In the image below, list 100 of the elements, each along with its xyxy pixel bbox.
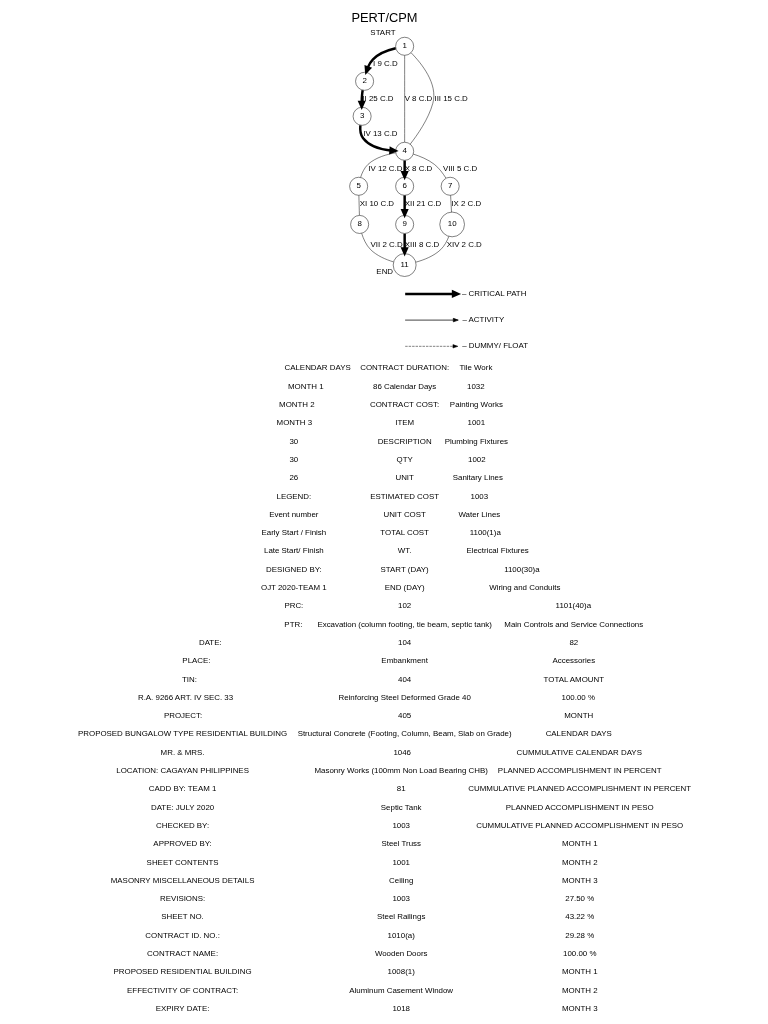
label: Excavation (column footing, tie beam, septic tank) [316,619,492,629]
label: Structural Concrete (Footing, Column, Beam, Slab on Grade) [297,729,512,739]
label: MONTH 2 [561,857,598,867]
label: END (DAY) [384,583,425,593]
label: Wooden Doors [374,949,427,959]
label: Event number [268,509,318,519]
label: 81 [396,784,406,794]
label: 1101(40)a [555,601,591,611]
label: PLANNED ACCOMPLISHMENT IN PERCENT [497,766,662,776]
label: 29.28 % [564,930,594,940]
edge-label: XI 10 C.D [359,198,394,208]
label: 1001 [467,418,485,428]
label: DATE: JULY 2020 [150,802,214,812]
label: OJT 2020-TEAM 1 [260,583,327,593]
label: 104 [397,637,411,647]
label: MONTH 2 [278,400,315,410]
label: 404 [397,674,411,684]
label: Painting Works [449,400,503,410]
label: PLANNED ACCOMPLISHMENT IN PESO [505,802,654,812]
label: Steel Truss [380,839,421,849]
label: Sanitary Lines [452,473,503,483]
edge-label: VIII 5 C.D [442,163,477,173]
diagram-title: PERT/CPM [350,10,418,26]
label: 100.00 % [561,692,595,702]
label: START (DAY) [380,564,429,574]
label: CONTRACT COST: [369,400,439,410]
label: MONTH 3 [561,875,598,885]
label: PTR: [283,619,302,629]
label: MONTH [563,711,593,721]
label: Water Lines [457,509,500,519]
label: MR. & MRS. [160,747,205,757]
label: Aluminum Casement Window [348,985,453,995]
edge-label: IV 12 C.D [367,163,403,173]
label: 1003 [391,894,410,904]
edge-label: VII 2 C.D [370,239,403,249]
label: Reinforcing Steel Deformed Grade 40 [338,692,471,702]
label: UNIT [394,473,414,483]
label: Early Start / Finish [261,528,326,538]
edge-label: III 15 C.D [433,93,468,103]
label: PROJECT: [163,711,202,721]
label: 1046 [392,747,411,757]
label: MONTH 1 [561,839,598,849]
legend-label: – CRITICAL PATH [461,288,526,298]
edge-label: I 9 C.D [372,58,398,68]
label: Wiring and Conduits [488,583,560,593]
label: Septic Tank [380,802,422,812]
label: Main Controls and Service Connections [503,619,643,629]
label: DATE: [198,637,222,647]
label: ITEM [394,418,414,428]
label: Embankment [380,656,428,666]
label: 1001 [391,857,410,867]
label: CALENDAR DAYS [284,363,351,373]
label: WT. [397,546,411,556]
edge-label: X 8 C.D [404,163,432,173]
label: Late Start/ Finish [263,546,324,556]
label: CUMMULATIVE PLANNED ACCOMPLISHMENT IN PESO [475,820,683,830]
label: 1008(1) [387,967,415,977]
label: 30 [288,436,298,446]
label: 26 [288,473,298,483]
label: 1032 [466,381,485,391]
label: MASONRY MISCELLANEOUS DETAILS [110,875,254,885]
label: PROPOSED BUNGALOW TYPE RESIDENTIAL BUILDING [77,729,287,739]
label: TIN: [181,674,197,684]
label: CUMMULATIVE CALENDAR DAYS [516,747,642,757]
label: CADD BY: TEAM 1 [148,784,216,794]
label: REVISIONS: [159,894,205,904]
label: 100.00 % [562,949,596,959]
label: DESIGNED BY: [265,564,322,574]
label: CONTRACT DURATION: [359,363,449,373]
label: MONTH 1 [287,381,324,391]
label: TOTAL AMOUNT [543,674,604,684]
label: Ceiling [388,875,413,885]
label: PRC: [283,601,303,611]
edge-label: IX 2 C.D [450,198,481,208]
label: Plumbing Fixtures [444,436,508,446]
label: TOTAL COST [379,528,429,538]
label: SHEET CONTENTS [146,857,219,867]
label: MONTH 3 [276,418,312,428]
label: 43.22 % [564,912,594,922]
label: PLACE: [181,656,210,666]
label: CHECKED BY: [155,820,209,830]
label: PROPOSED RESIDENTIAL BUILDING [113,967,252,977]
label: MONTH 2 [561,985,598,995]
label: Tile Work [458,363,492,373]
label: 1010(a) [387,930,415,940]
legend-label: – ACTIVITY [461,314,504,324]
label: CUMMULATIVE PLANNED ACCOMPLISHMENT IN PERCENT [467,784,691,794]
label: CONTRACT ID. NO.: [144,930,220,940]
label: 1003 [391,820,410,830]
label: CALENDAR DAYS [545,729,612,739]
label: LOCATION: CAGAYAN PHILIPPINES [115,766,249,776]
label: MONTH 1 [561,967,598,977]
label: EFFECTIVITY OF CONTRACT: [126,985,238,995]
label: 102 [397,601,411,611]
label: 1100(1)a [469,528,501,538]
label: UNIT COST [382,509,426,519]
label: 27.50 % [564,894,594,904]
label: 405 [397,711,411,721]
label: 30 [288,454,298,464]
label: CONTRACT NAME: [146,949,218,959]
